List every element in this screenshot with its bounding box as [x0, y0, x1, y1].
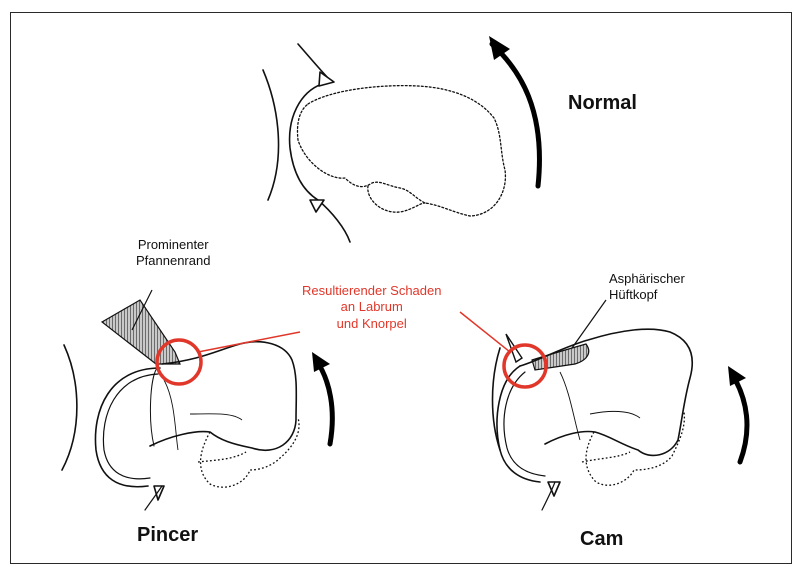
normal-trochanter	[368, 186, 425, 212]
label-prominent-rim-line-2: Pfannenrand	[136, 253, 210, 269]
label-resulting-damage: Resultierender Schaden an Labrum und Kno…	[302, 283, 441, 332]
label-resulting-damage-line-1: Resultierender Schaden	[302, 283, 441, 299]
label-resulting-damage-line-3: und Knorpel	[302, 316, 441, 332]
normal-rim-spike-bottom	[310, 200, 324, 212]
pincer-trochanter	[201, 418, 299, 487]
label-aspherical-head-line-1: Asphärischer	[609, 271, 685, 287]
normal-pelvis-outer-curve	[263, 70, 279, 200]
rotation-arrow-icon	[492, 44, 539, 186]
label-prominent-rim-line-1: Prominenter	[136, 237, 210, 253]
cam-femur-line	[542, 482, 555, 510]
cam-femoral-head	[520, 329, 692, 455]
label-pincer: Pincer	[137, 523, 198, 548]
cam-physis-line	[560, 372, 640, 440]
cam-neck-dotted	[582, 452, 630, 462]
label-aspherical-head-line-2: Hüftkopf	[609, 287, 685, 303]
cam-pelvis-outer-curve	[493, 348, 501, 450]
normal-hip-drawing	[263, 44, 505, 242]
label-aspherical-head: Asphärischer Hüftkopf	[609, 271, 685, 304]
damage-leader-line-right	[460, 312, 510, 352]
label-resulting-damage-line-2: an Labrum	[302, 299, 441, 315]
pincer-physis-line	[164, 380, 242, 450]
label-prominent-rim: Prominenter Pfannenrand	[136, 237, 210, 270]
normal-pelvis-wall	[298, 44, 330, 80]
normal-femoral-head	[297, 86, 505, 216]
label-cam: Cam	[580, 527, 623, 552]
normal-acetabulum-socket	[290, 84, 350, 242]
rotation-arrow-icon	[316, 360, 332, 444]
cam-aspherical-head-hatched	[532, 344, 589, 370]
rotation-arrow-icon	[732, 374, 747, 462]
normal-rim-spike-top	[319, 72, 334, 86]
pincer-rim-spike-bottom	[154, 486, 164, 500]
leader-line-icon	[572, 300, 606, 348]
pincer-hip-drawing	[62, 300, 299, 510]
cam-hip-drawing	[493, 329, 693, 510]
pincer-acetabulum-outer	[95, 368, 160, 487]
pincer-femoral-head-inner	[150, 368, 157, 446]
damage-leader-line-left	[198, 332, 300, 352]
pincer-prominent-rim-hatched	[102, 300, 180, 364]
pincer-neck-dotted	[198, 452, 246, 462]
label-normal: Normal	[568, 91, 637, 116]
pincer-pelvis-outer-curve	[62, 345, 77, 470]
